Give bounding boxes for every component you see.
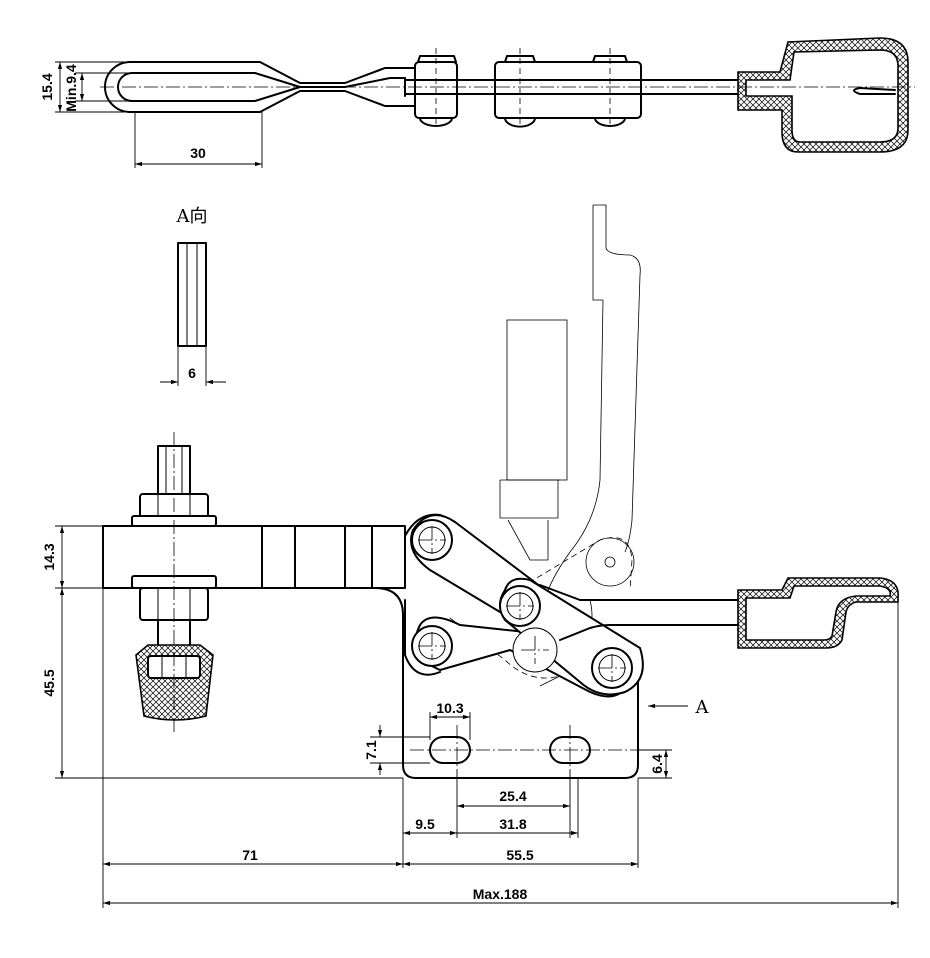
top-view <box>55 37 915 168</box>
dim-9-5: 9.5 <box>415 816 435 832</box>
side-handle-grip <box>737 577 899 649</box>
dim-6: 6 <box>188 365 196 381</box>
dim-45-5: 45.5 <box>41 669 57 696</box>
clamp-arm <box>102 432 406 735</box>
dim-14-3: 14.3 <box>41 543 57 570</box>
top-view-link-right <box>494 61 642 119</box>
handle-bar <box>539 584 741 601</box>
view-a <box>160 242 226 386</box>
base-plate <box>374 587 639 779</box>
arm-body <box>102 525 406 589</box>
view-a-label: A向 <box>176 206 208 227</box>
dim-min-9-4: Min.9.4 <box>63 64 79 112</box>
top-view-handle-grip <box>737 37 909 153</box>
side-view-dimensions <box>55 525 899 908</box>
dim-30: 30 <box>190 145 206 161</box>
dim-71: 71 <box>242 847 258 863</box>
arrow-label-a: A <box>695 697 710 718</box>
dim-55-5: 55.5 <box>506 847 533 863</box>
dim-15-4: 15.4 <box>39 73 55 100</box>
base-and-linkage <box>374 513 899 779</box>
dim-max-188: Max.188 <box>473 886 528 902</box>
dim-7-1: 7.1 <box>363 740 379 760</box>
dim-6-4: 6.4 <box>649 754 665 774</box>
dim-31-8: 31.8 <box>499 816 526 832</box>
dim-25-4: 25.4 <box>499 788 526 804</box>
dim-10-3: 10.3 <box>436 700 463 716</box>
